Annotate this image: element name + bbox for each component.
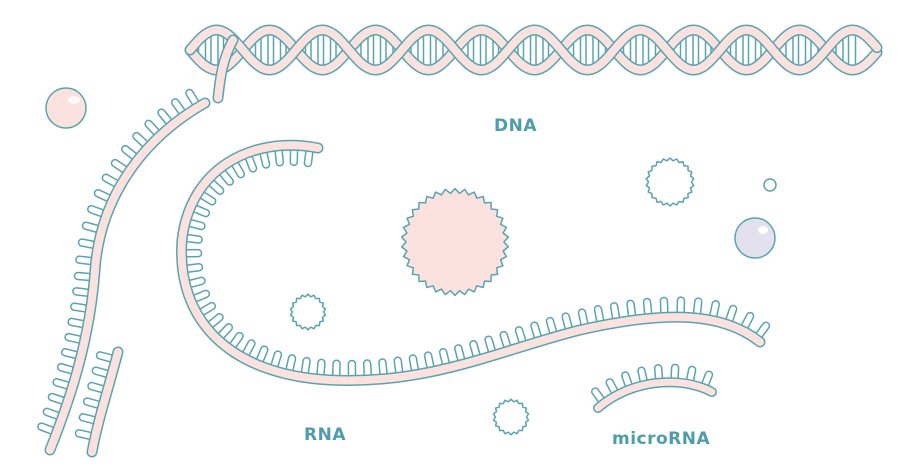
unwound-strand-2 <box>74 346 124 458</box>
unwound-strand-1 <box>37 88 211 456</box>
spiky-particle <box>645 157 695 207</box>
dna-helix <box>184 24 883 104</box>
rna-strand <box>176 139 771 386</box>
microrna-strand <box>590 363 717 413</box>
microrna-label: microRNA <box>612 429 711 449</box>
spiky-particle <box>492 398 530 436</box>
dna-strand <box>186 25 881 75</box>
rna-label: RNA <box>304 425 346 445</box>
sphere-highlight <box>68 96 80 104</box>
spiky-particle <box>289 293 327 331</box>
small-bubble <box>763 178 777 192</box>
lavender-sphere <box>734 217 776 259</box>
pink-sphere <box>45 87 87 129</box>
dna-label: DNA <box>494 116 537 136</box>
spiky-cell <box>400 187 510 297</box>
dna-strand <box>186 25 881 75</box>
sphere-highlight <box>758 226 768 234</box>
